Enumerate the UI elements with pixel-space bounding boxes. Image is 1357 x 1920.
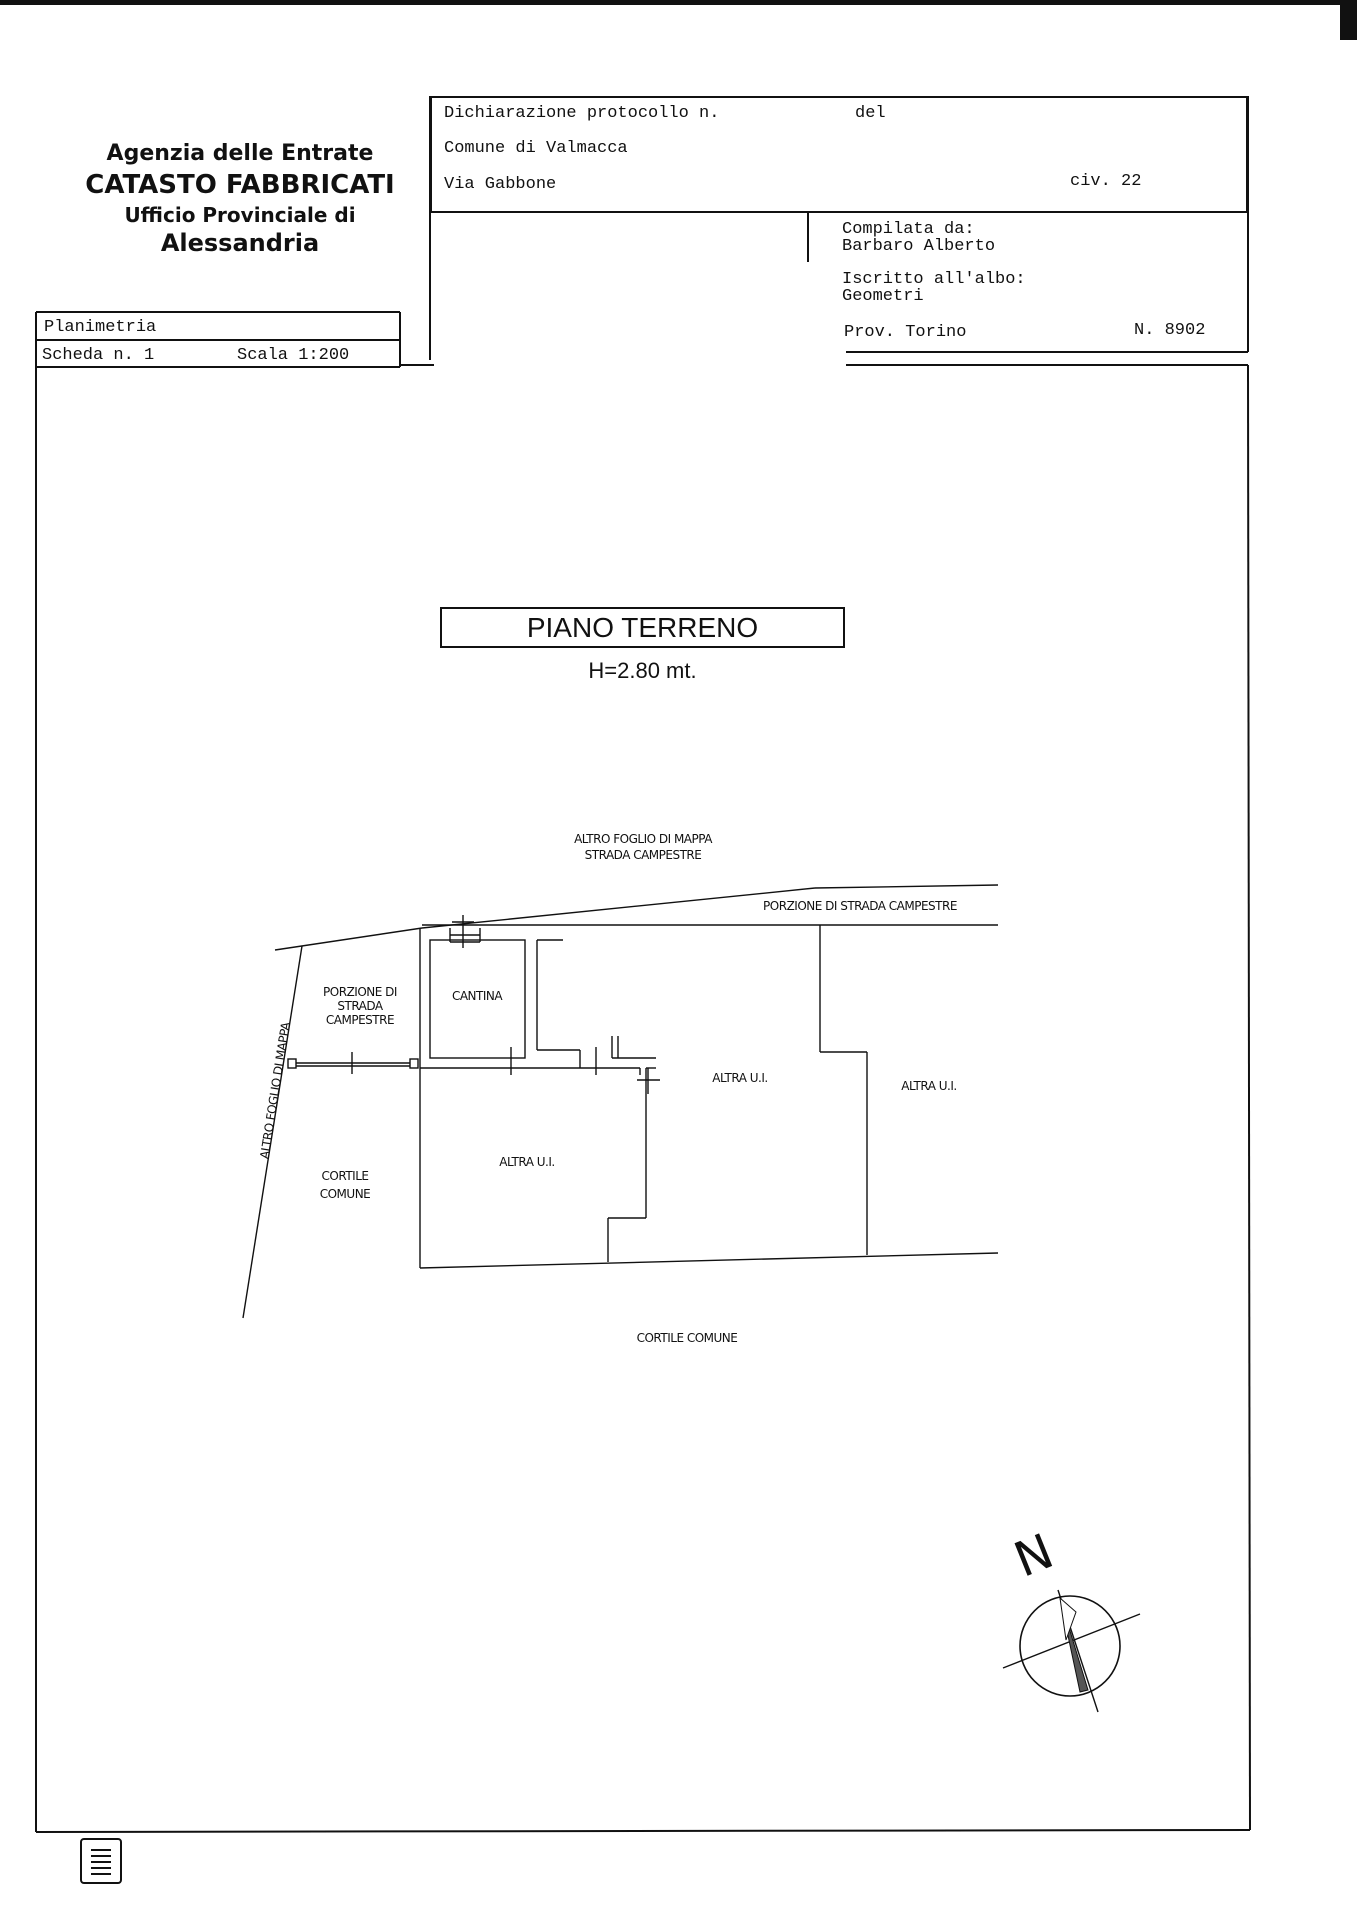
comune-label: Comune di Valmacca	[444, 139, 628, 158]
label-cortile-left-2: COMUNE	[319, 1187, 371, 1201]
north-arrow-icon	[1002, 1589, 1141, 1713]
catasto-title: CATASTO FABBRICATI	[85, 169, 395, 200]
label-porzione-left-1: PORZIONE DI	[323, 985, 397, 999]
label-cortile-left-1: CORTILE	[321, 1169, 369, 1183]
label-altra-ui-center: ALTRA U.I.	[712, 1071, 768, 1085]
label-cantina: CANTINA	[451, 989, 503, 1003]
label-strada-campestre-top: STRADA CAMPESTRE	[584, 848, 702, 862]
floor-plan-lines	[242, 884, 999, 1319]
via-label: Via Gabbone	[444, 175, 557, 194]
compiled-label: Compilata da:	[842, 220, 975, 239]
scan-top-border	[0, 0, 1357, 5]
label-altra-ui-left: ALTRA U.I.	[499, 1155, 555, 1169]
compiled-name: Barbaro Alberto	[842, 237, 996, 256]
scheda-label: Scheda n. 1	[42, 346, 155, 365]
scala-label: Scala 1:200	[237, 346, 350, 365]
del-label: del	[855, 104, 886, 123]
protocol-label: Dichiarazione protocollo n.	[444, 104, 720, 123]
document-icon[interactable]	[80, 1838, 122, 1884]
albo-value: Geometri	[842, 287, 924, 306]
floor-title: PIANO TERRENO	[440, 607, 845, 648]
label-porzione-left-3: CAMPESTRE	[325, 1013, 395, 1027]
registration-number: N. 8902	[1134, 321, 1206, 340]
label-altro-foglio-top: ALTRO FOGLIO DI MAPPA	[574, 832, 712, 846]
albo-label: Iscritto all'albo:	[842, 270, 1026, 289]
label-cortile-bottom: CORTILE COMUNE	[636, 1331, 738, 1345]
label-porzione-left-2: STRADA	[337, 999, 383, 1013]
civ-label: civ. 22	[1070, 172, 1142, 191]
prov-label: Prov. Torino	[844, 323, 967, 342]
label-altra-ui-right: ALTRA U.I.	[901, 1079, 957, 1093]
floor-height: H=2.80 mt.	[588, 658, 697, 683]
agency-name: Agenzia delle Entrate	[106, 141, 374, 166]
agency-header: Agenzia delle Entrate CATASTO FABBRICATI…	[60, 140, 420, 260]
office-label: Ufficio Provinciale di	[124, 203, 356, 228]
label-porzione-strada-top: PORZIONE DI STRADA CAMPESTRE	[763, 899, 957, 913]
scan-edge-mark	[1340, 0, 1357, 40]
planimetria-label: Planimetria	[44, 318, 157, 337]
office-city: Alessandria	[160, 229, 320, 258]
